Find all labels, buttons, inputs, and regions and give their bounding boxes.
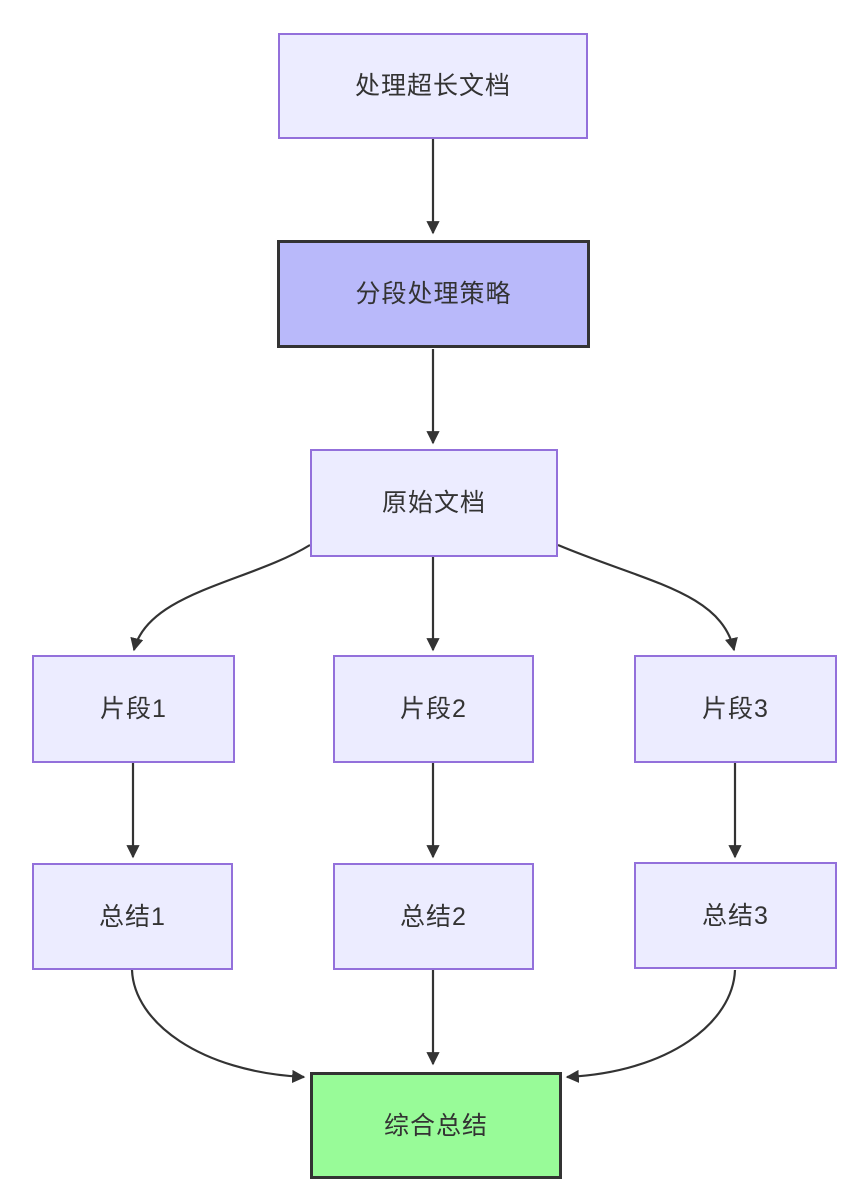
node-handle-long-document: 处理超长文档 bbox=[278, 33, 588, 139]
node-segmentation-strategy-label: 分段处理策略 bbox=[355, 280, 512, 308]
node-segment-3: 片段3 bbox=[634, 655, 837, 763]
edge-sum1-final bbox=[130, 969, 306, 1084]
node-final-summary: 综合总结 bbox=[310, 1072, 562, 1179]
node-source-document: 原始文档 bbox=[310, 449, 558, 557]
node-summary-2: 总结2 bbox=[333, 863, 534, 970]
node-summary-1-label: 总结1 bbox=[99, 902, 166, 931]
node-source-document-label: 原始文档 bbox=[381, 489, 486, 517]
node-summary-3: 总结3 bbox=[634, 862, 837, 969]
node-segmentation-strategy: 分段处理策略 bbox=[277, 240, 590, 348]
node-segment-2: 片段2 bbox=[333, 655, 534, 763]
node-summary-3-label: 总结3 bbox=[702, 901, 769, 930]
node-final-summary-label: 综合总结 bbox=[383, 1111, 488, 1140]
edge-sum3-final bbox=[565, 969, 737, 1084]
node-summary-2-label: 总结2 bbox=[400, 902, 467, 931]
node-segment-1: 片段1 bbox=[32, 655, 235, 763]
edge-doc-seg1 bbox=[130, 544, 311, 652]
node-summary-1: 总结1 bbox=[32, 863, 233, 970]
node-segment-1-label: 片段1 bbox=[100, 695, 167, 723]
node-segment-2-label: 片段2 bbox=[400, 695, 467, 723]
node-segment-3-label: 片段3 bbox=[702, 695, 769, 723]
node-handle-long-document-label: 处理超长文档 bbox=[354, 72, 511, 100]
edge-doc-seg3 bbox=[557, 543, 738, 652]
